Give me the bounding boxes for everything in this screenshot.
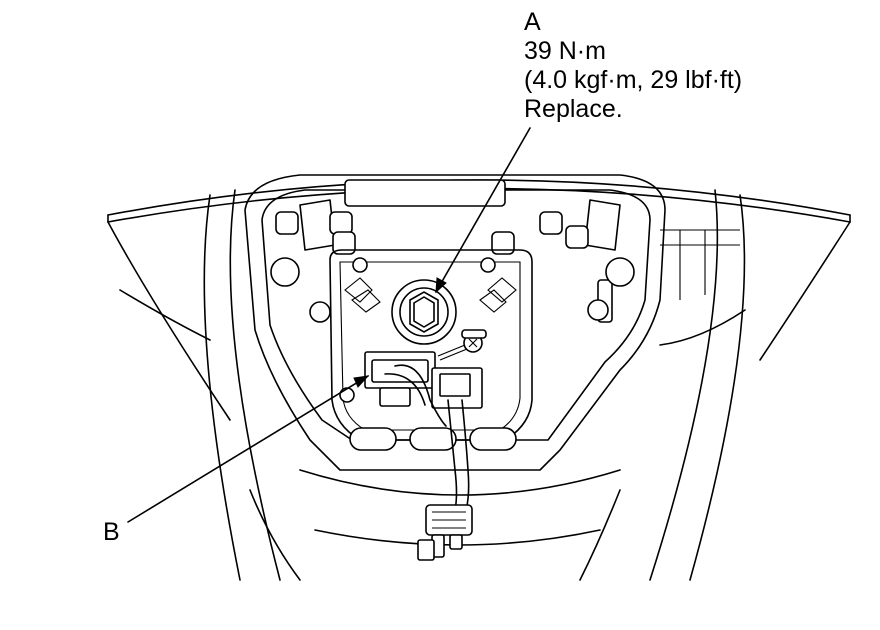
connector-b <box>364 351 483 427</box>
right-spoke <box>597 189 851 581</box>
leader-line-a <box>435 127 531 293</box>
hub-frame <box>244 174 666 471</box>
leader-lines <box>127 127 531 523</box>
callout-a: A 39 N·m (4.0 kgf·m, 29 lbf·ft) Replace. <box>524 8 742 124</box>
wire-harness <box>417 399 473 561</box>
hub-recess <box>329 249 533 451</box>
callout-b-letter: B <box>103 518 120 546</box>
left-spoke <box>107 189 281 581</box>
arrowhead-b <box>353 375 370 388</box>
arrowhead-a <box>435 277 447 294</box>
ground-screw <box>437 329 487 361</box>
steering-nut-a <box>391 279 457 345</box>
callout-a-note: Replace. <box>524 95 623 123</box>
callout-a-torque-alt: (4.0 kgf·m, 29 lbf·ft) <box>524 66 743 94</box>
callout-a-torque: 39 N·m <box>524 37 606 65</box>
callout-b: B <box>103 518 120 547</box>
leader-line-b <box>127 375 369 523</box>
callout-a-letter: A <box>524 8 541 36</box>
